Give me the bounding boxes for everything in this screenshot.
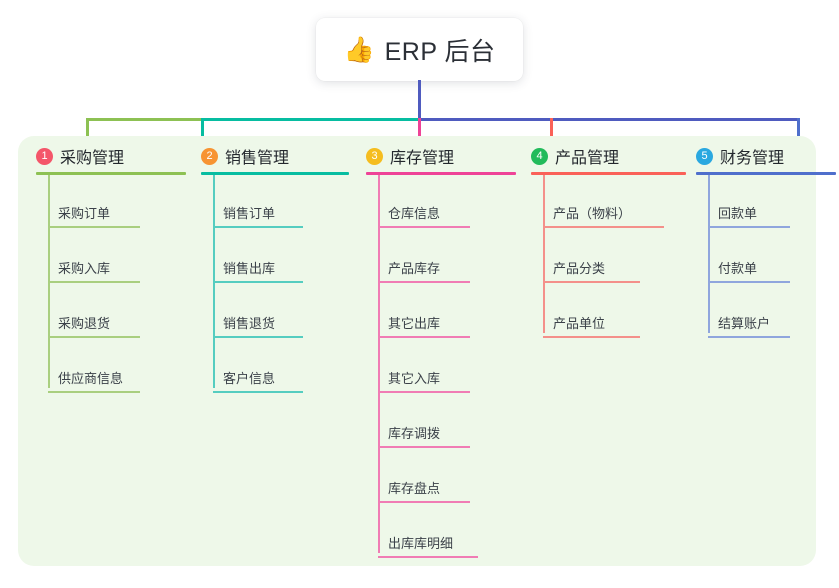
- leaf-underline: [708, 336, 790, 338]
- leaf-underline: [213, 226, 303, 228]
- branch-number-badge: 1: [36, 147, 53, 165]
- leaf-underline: [378, 501, 470, 503]
- leaf-node[interactable]: 其它入库: [366, 345, 516, 393]
- branch-number-badge: 4: [531, 147, 548, 165]
- leaf-label: 销售退货: [223, 316, 276, 331]
- connector-bar-teal: [204, 118, 419, 121]
- leaf-node[interactable]: 仓库信息: [366, 180, 516, 228]
- branch-number-badge: 3: [366, 147, 383, 165]
- leaf-label: 库存盘点: [388, 481, 441, 496]
- leaf-underline: [378, 226, 470, 228]
- branch-header-5[interactable]: 5 财务管理: [696, 144, 784, 168]
- leaf-label: 其它入库: [388, 371, 441, 386]
- branch-number-badge: 5: [696, 147, 713, 165]
- branch-title: 产品管理: [555, 150, 620, 167]
- leaf-label: 回款单: [718, 206, 758, 221]
- branch-title: 采购管理: [60, 150, 125, 167]
- leaf-node[interactable]: 付款单: [696, 235, 836, 283]
- leaf-node[interactable]: 客户信息: [201, 345, 349, 393]
- leaf-label: 产品单位: [553, 316, 606, 331]
- leaf-node[interactable]: 销售出库: [201, 235, 349, 283]
- leaf-label: 库存调拨: [388, 426, 441, 441]
- branch-spine: [708, 175, 710, 333]
- root-stem: [418, 80, 421, 121]
- leaf-underline: [213, 336, 303, 338]
- leaf-label: 采购入库: [58, 261, 111, 276]
- leaf-node[interactable]: 采购退货: [36, 290, 186, 338]
- leaf-underline: [48, 281, 140, 283]
- leaf-node[interactable]: 其它出库: [366, 290, 516, 338]
- leaf-label: 销售出库: [223, 261, 276, 276]
- branch-header-4[interactable]: 4 产品管理: [531, 144, 619, 168]
- leaf-underline: [378, 446, 470, 448]
- branch-title: 销售管理: [225, 150, 290, 167]
- connector-bar-green: [86, 118, 204, 121]
- leaf-node[interactable]: 销售退货: [201, 290, 349, 338]
- branch-title: 财务管理: [720, 150, 785, 167]
- branch-underline: [696, 172, 836, 175]
- branch-number-badge: 2: [201, 147, 218, 165]
- branch-underline: [201, 172, 349, 175]
- branch-header-3[interactable]: 3 库存管理: [366, 144, 454, 168]
- leaf-underline: [708, 226, 790, 228]
- leaf-underline: [378, 391, 470, 393]
- branch-underline: [366, 172, 516, 175]
- leaf-underline: [213, 391, 303, 393]
- leaf-label: 客户信息: [223, 371, 276, 386]
- leaf-underline: [378, 556, 478, 558]
- leaf-underline: [708, 281, 790, 283]
- branch-header-1[interactable]: 1 采购管理: [36, 144, 124, 168]
- leaf-label: 结算账户: [718, 316, 771, 331]
- leaf-node[interactable]: 产品库存: [366, 235, 516, 283]
- leaf-label: 产品库存: [388, 261, 441, 276]
- leaf-node[interactable]: 回款单: [696, 180, 836, 228]
- connector-bar-blue: [419, 118, 800, 121]
- leaf-node[interactable]: 结算账户: [696, 290, 836, 338]
- leaf-label: 产品分类: [553, 261, 606, 276]
- leaf-node[interactable]: 产品分类: [531, 235, 686, 283]
- leaf-label: 供应商信息: [58, 371, 124, 386]
- leaf-label: 产品（物料）: [553, 206, 632, 221]
- branch-title: 库存管理: [390, 150, 455, 167]
- leaf-label: 采购订单: [58, 206, 111, 221]
- branch-underline: [531, 172, 686, 175]
- leaf-node[interactable]: 销售订单: [201, 180, 349, 228]
- leaf-node[interactable]: 产品（物料）: [531, 180, 686, 228]
- leaf-underline: [378, 336, 470, 338]
- leaf-node[interactable]: 采购入库: [36, 235, 186, 283]
- branch-underline: [36, 172, 186, 175]
- leaf-underline: [543, 281, 640, 283]
- leaf-label: 采购退货: [58, 316, 111, 331]
- leaf-label: 仓库信息: [388, 206, 441, 221]
- leaf-label: 其它出库: [388, 316, 441, 331]
- leaf-underline: [48, 391, 140, 393]
- branch-panel: 1 采购管理采购订单采购入库采购退货供应商信息 2 销售管理销售订单销售出库销售退货客…: [18, 136, 836, 566]
- leaf-underline: [48, 336, 140, 338]
- leaf-underline: [213, 281, 303, 283]
- leaf-underline: [543, 226, 664, 228]
- thumbs-up-icon: 👍: [343, 35, 375, 64]
- leaf-node[interactable]: 库存盘点: [366, 455, 516, 503]
- leaf-label: 出库库明细: [388, 536, 454, 551]
- leaf-underline: [378, 281, 470, 283]
- leaf-underline: [48, 226, 140, 228]
- leaf-node[interactable]: 库存调拨: [366, 400, 516, 448]
- leaf-underline: [543, 336, 640, 338]
- branch-header-2[interactable]: 2 销售管理: [201, 144, 289, 168]
- leaf-label: 销售订单: [223, 206, 276, 221]
- leaf-label: 付款单: [718, 261, 758, 276]
- branch-spine: [543, 175, 545, 333]
- leaf-node[interactable]: 采购订单: [36, 180, 186, 228]
- root-node[interactable]: 👍 ERP 后台: [316, 18, 523, 81]
- leaf-node[interactable]: 产品单位: [531, 290, 686, 338]
- branch-spine: [378, 175, 380, 553]
- leaf-node[interactable]: 出库库明细: [366, 510, 516, 558]
- root-title: ERP 后台: [384, 37, 496, 66]
- leaf-node[interactable]: 供应商信息: [36, 345, 186, 393]
